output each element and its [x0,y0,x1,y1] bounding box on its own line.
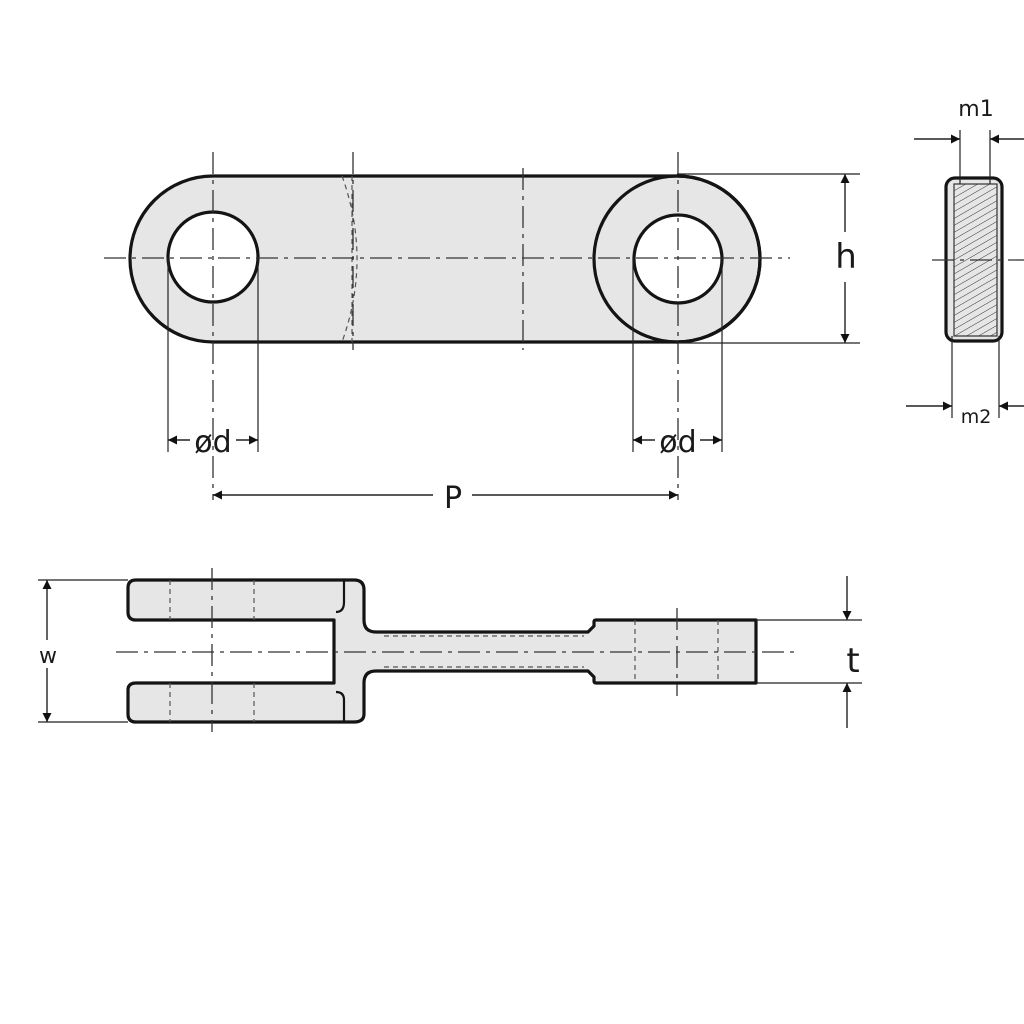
w-label: w [39,644,57,669]
right-hole-diameter-label: ød [659,425,696,460]
top-view: ød ød P h [104,152,860,516]
left-hole-diameter-label: ød [194,425,231,460]
front-view: w t [38,568,862,732]
height-label: h [835,237,857,277]
m1-label: m1 [958,97,993,122]
hidden-seam [341,175,358,343]
m2-label: m2 [961,406,992,428]
section-view: m1 m2 [906,97,1024,428]
link-elevation-outline [126,578,758,724]
t-label: t [846,641,859,681]
pitch-label: P [444,481,462,516]
yoke-inner-step [335,580,346,722]
right-boss-ring [592,174,762,344]
